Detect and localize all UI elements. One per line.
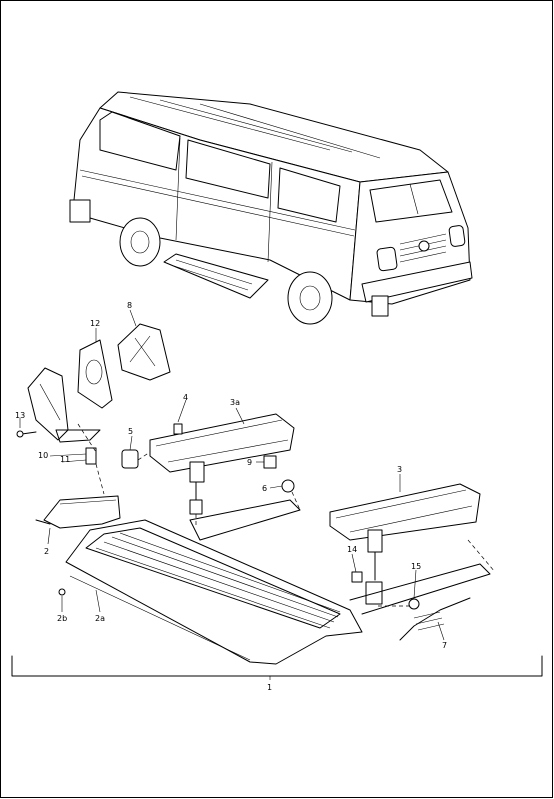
nut-15 [408, 598, 420, 610]
callout-2b: 2b [57, 614, 67, 623]
callout-13: 13 [15, 411, 25, 420]
support-beam-3a [149, 413, 295, 473]
bracket-12 [77, 339, 113, 409]
van-front-wheel [287, 271, 333, 325]
cap-6 [281, 479, 295, 493]
bushing-5 [121, 449, 139, 469]
van-illustration [69, 91, 473, 325]
bracket-8 [117, 323, 171, 381]
front-support-3-assembly [329, 483, 481, 605]
callout-6: 6 [262, 484, 267, 493]
bracket-left [27, 367, 69, 441]
callout-11: 11 [60, 455, 70, 464]
bolt-2b [58, 588, 66, 596]
callout-7: 7 [442, 641, 447, 650]
cable-7-assembly [58, 588, 471, 641]
callout-2a: 2a [95, 614, 105, 623]
van-running-board [163, 253, 269, 299]
callout-5: 5 [128, 427, 133, 436]
callout-2: 2 [44, 547, 49, 556]
assembly-bracket-line [11, 655, 543, 677]
van-rear-wheel [119, 217, 161, 267]
callout-14: 14 [347, 545, 357, 554]
upper-bracket-assembly [16, 323, 171, 465]
callout-15: 15 [411, 562, 421, 571]
front-bracket-2 [35, 495, 121, 529]
cable-7 [399, 597, 471, 641]
callout-1: 1 [267, 683, 272, 692]
guide-lines [77, 423, 496, 607]
callout-8: 8 [127, 301, 132, 310]
clip-9 [263, 455, 277, 469]
screw-4 [173, 423, 183, 435]
callout-9: 9 [247, 458, 252, 467]
callout-12: 12 [90, 319, 100, 328]
callout-3a: 3a [230, 398, 240, 407]
van-bumper [361, 261, 473, 303]
rear-support-3a-assembly [121, 413, 295, 515]
nut-14 [351, 571, 363, 583]
leader-lines [19, 309, 445, 680]
callout-4: 4 [183, 393, 188, 402]
callout-10: 10 [38, 451, 48, 460]
callout-labels: 8 12 13 10 11 3a 4 5 9 6 3 2 14 15 2b 2a… [15, 301, 447, 692]
support-beam-3 [329, 483, 481, 541]
callout-3: 3 [397, 465, 402, 474]
